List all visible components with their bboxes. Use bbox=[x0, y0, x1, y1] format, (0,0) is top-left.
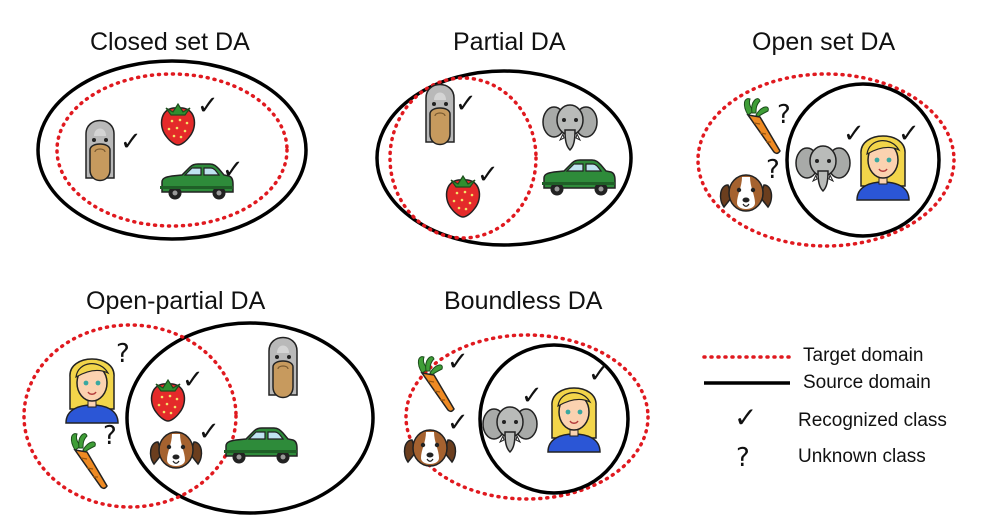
legend-recognized-class-label: Recognized class bbox=[798, 410, 947, 431]
target-domain-ellipse bbox=[55, 72, 289, 228]
panel-open-set-da: ? ? ✓ ✓ bbox=[696, 72, 956, 248]
recognized-mark: ✓ bbox=[843, 119, 865, 149]
source-domain-ellipse bbox=[125, 321, 375, 515]
woman-icon bbox=[547, 387, 601, 453]
title-open-set-da: Open set DA bbox=[752, 28, 896, 56]
target-domain-ellipse bbox=[696, 72, 956, 248]
title-partial-da: Partial DA bbox=[453, 28, 566, 56]
panel-closed-set-da: ✓ ✓ ✓ bbox=[36, 59, 308, 241]
recognized-mark: ✓ bbox=[197, 91, 219, 121]
legend-source-domain-label: Source domain bbox=[803, 372, 931, 393]
title-open-partial-da: Open-partial DA bbox=[86, 287, 266, 315]
recognized-mark: ✓ bbox=[521, 381, 543, 411]
recognized-mark: ✓ bbox=[182, 365, 204, 395]
panel-partial-da: ✓ ✓ bbox=[375, 69, 633, 247]
recognized-mark: ✓ bbox=[198, 417, 220, 447]
recognized-mark: ✓ bbox=[447, 347, 469, 377]
duck-icon bbox=[425, 83, 455, 146]
strawberry-icon bbox=[150, 379, 186, 422]
unknown-mark: ? bbox=[116, 339, 130, 369]
panel-open-partial-da: ? ? ✓ ✓ bbox=[22, 321, 375, 515]
recognized-mark: ✓ bbox=[898, 119, 920, 149]
carrot-icon bbox=[743, 97, 781, 155]
elephant-icon bbox=[542, 104, 598, 151]
woman-icon bbox=[65, 358, 119, 424]
title-closed-set-da: Closed set DA bbox=[90, 28, 250, 56]
source-domain-ellipse bbox=[36, 59, 308, 241]
elephant-icon bbox=[795, 145, 851, 192]
car-icon bbox=[223, 427, 298, 465]
legend-unknown-mark: ? bbox=[736, 443, 750, 473]
panel-boundless-da: ✓ ✓ ✓ ✓ bbox=[403, 333, 650, 501]
unknown-mark: ? bbox=[103, 421, 117, 451]
legend: ✓ ? bbox=[702, 355, 792, 473]
recognized-mark: ✓ bbox=[455, 89, 477, 119]
duck-icon bbox=[268, 336, 298, 399]
unknown-mark: ? bbox=[777, 100, 791, 130]
legend-unknown-class-label: Unknown class bbox=[798, 446, 926, 467]
target-domain-ellipse bbox=[22, 323, 238, 509]
dog-icon bbox=[719, 174, 773, 212]
strawberry-icon bbox=[160, 103, 196, 146]
dog-icon bbox=[149, 431, 203, 469]
carrot-icon bbox=[70, 432, 108, 490]
legend-target-domain-label: Target domain bbox=[803, 345, 924, 366]
target-domain-ellipse bbox=[404, 333, 650, 501]
source-domain-circle bbox=[478, 343, 630, 495]
strawberry-icon bbox=[445, 175, 481, 218]
elephant-icon bbox=[482, 406, 538, 453]
recognized-mark: ✓ bbox=[447, 408, 469, 438]
target-domain-ellipse bbox=[388, 76, 538, 240]
recognized-mark: ✓ bbox=[588, 359, 610, 389]
recognized-mark: ✓ bbox=[120, 127, 142, 157]
legend-recognized-mark: ✓ bbox=[734, 401, 757, 434]
recognized-mark: ✓ bbox=[222, 155, 244, 185]
source-domain-circle bbox=[785, 82, 941, 238]
recognized-mark: ✓ bbox=[477, 160, 499, 190]
title-boundless-da: Boundless DA bbox=[444, 287, 603, 315]
car-icon bbox=[541, 159, 616, 197]
source-domain-ellipse bbox=[375, 69, 633, 247]
unknown-mark: ? bbox=[766, 155, 780, 185]
duck-icon bbox=[85, 119, 115, 182]
